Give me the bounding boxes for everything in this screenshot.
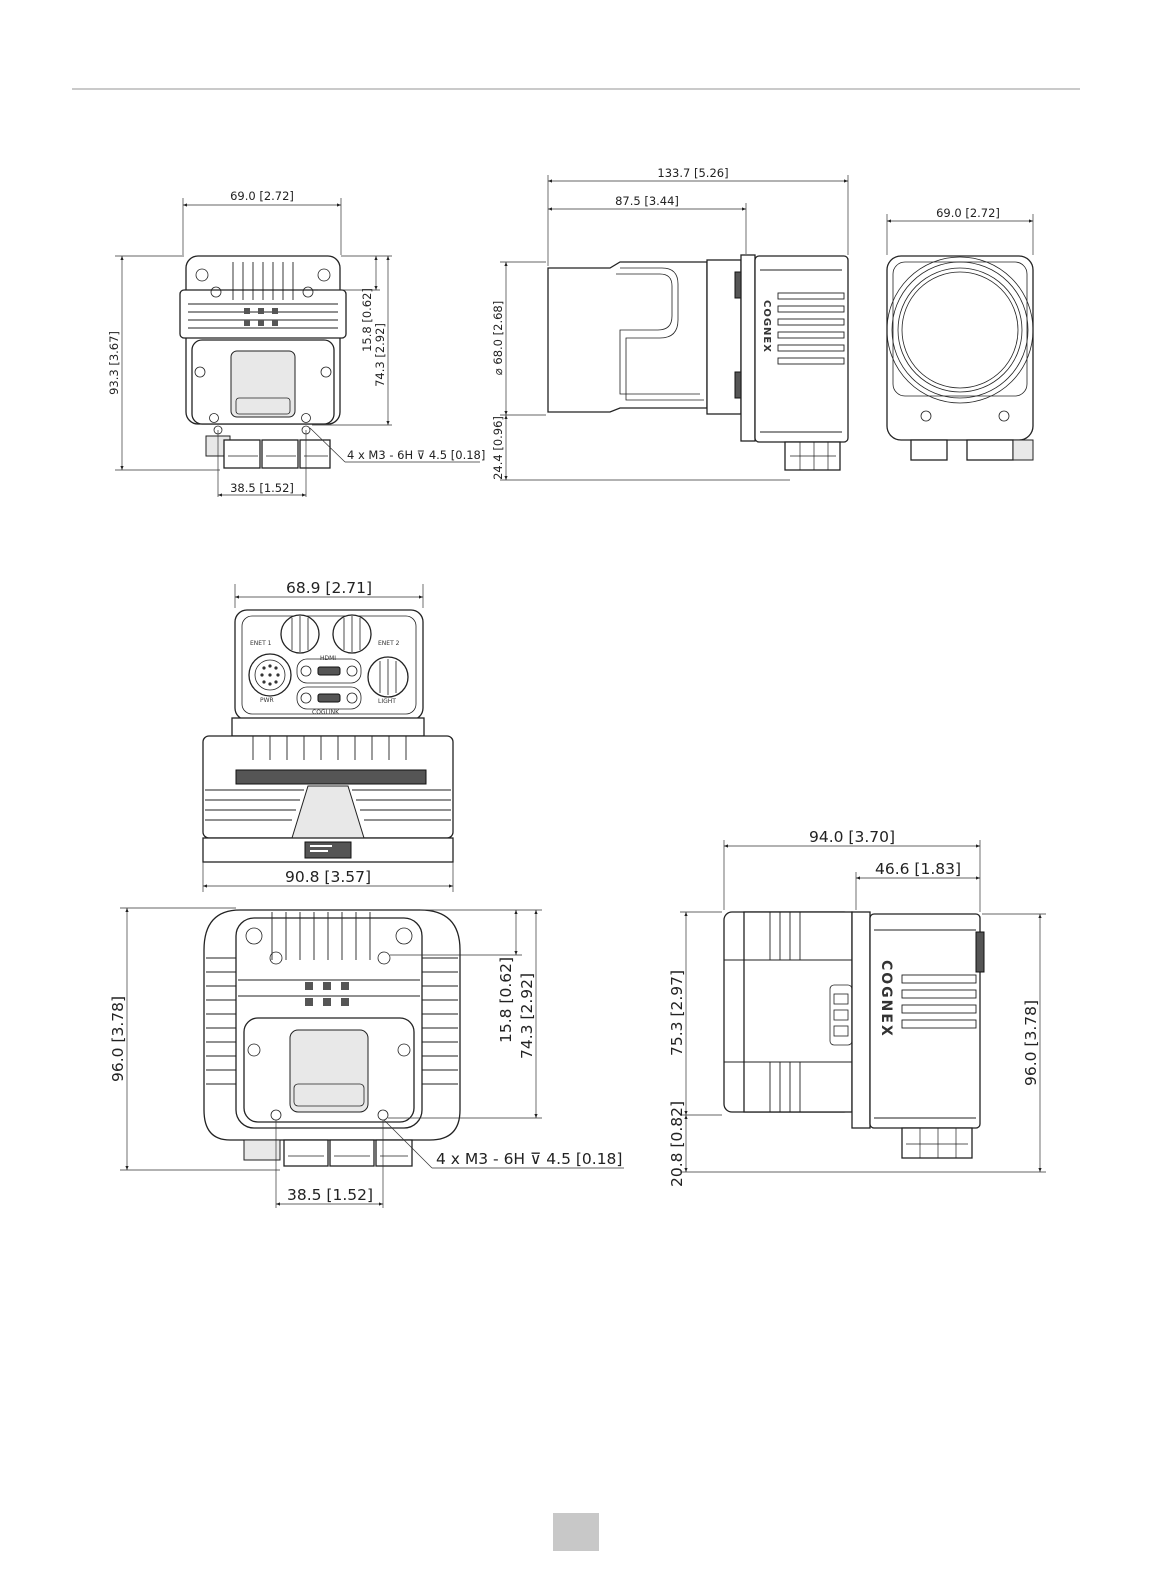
view-side-lens: COGNEX 133.7 [5.26] 87.5 [3.44] ⌀ 68.0 […	[491, 166, 849, 481]
view-b-total-length: 133.7 [5.26]	[657, 166, 728, 180]
view-b-diameter: ⌀ 68.0 [2.68]	[491, 301, 505, 375]
view-b-lens-length: 87.5 [3.44]	[615, 194, 679, 208]
view-connector-face: ENET 1 ENET 2 HDMI PWR LIGHT COGLINK 68.…	[234, 579, 424, 721]
view-g-base-offset: 20.8 [0.82]	[668, 1101, 686, 1187]
view-a-hole-height: 74.3 [2.92]	[373, 323, 387, 387]
view-e-width: 90.8 [3.57]	[285, 868, 371, 886]
label-light: LIGHT	[378, 698, 396, 705]
label-hdmi: HDMI	[320, 655, 336, 662]
view-a-width: 69.0 [2.72]	[230, 189, 294, 203]
view-g-brand: COGNEX	[878, 960, 894, 1038]
view-a-hole-spacing: 38.5 [1.52]	[230, 481, 294, 495]
page-number-badge	[553, 1513, 599, 1551]
view-b-brand: COGNEX	[761, 300, 772, 353]
view-a-height: 93.3 [3.67]	[107, 331, 121, 395]
view-lens-front: 69.0 [2.72]	[886, 206, 1034, 461]
view-front-small: 69.0 [2.72] 93.3 [3.67] 15.8 [0.62] 74.3…	[107, 189, 485, 497]
view-f-screw-note: 4 x M3 - 6H ⊽ 4.5 [0.18]	[436, 1150, 622, 1168]
view-g-height-upper: 75.3 [2.97]	[668, 970, 686, 1056]
view-f-height: 96.0 [3.78]	[109, 996, 127, 1082]
view-a-top-offset: 15.8 [0.62]	[360, 288, 374, 352]
view-d-width: 68.9 [2.71]	[286, 579, 372, 597]
view-front-large: 96.0 [3.78] 15.8 [0.62] 74.3 [2.92] 4 x …	[109, 907, 624, 1208]
label-enet2: ENET 2	[378, 640, 400, 647]
view-f-hole-spacing: 38.5 [1.52]	[287, 1186, 373, 1204]
view-f-hole-height: 74.3 [2.92]	[518, 973, 536, 1059]
label-pwr: PWR	[260, 697, 274, 704]
view-f-top-offset: 15.8 [0.62]	[497, 957, 515, 1043]
label-enet1: ENET 1	[250, 640, 272, 647]
view-b-base-offset: 24.4 [0.96]	[491, 416, 505, 480]
view-g-total-length: 94.0 [3.70]	[809, 828, 895, 846]
view-a-screw-note: 4 x M3 - 6H ⊽ 4.5 [0.18]	[347, 448, 485, 462]
view-g-height: 96.0 [3.78]	[1022, 1000, 1040, 1086]
view-top: 90.8 [3.57]	[202, 717, 454, 892]
view-side: COGNEX 94.0 [3.70] 46.6 [1.83] 75.3 [2.9…	[668, 828, 1046, 1187]
view-c-width: 69.0 [2.72]	[936, 206, 1000, 220]
view-g-rear-length: 46.6 [1.83]	[875, 860, 961, 878]
label-coglink: COGLINK	[312, 709, 340, 716]
